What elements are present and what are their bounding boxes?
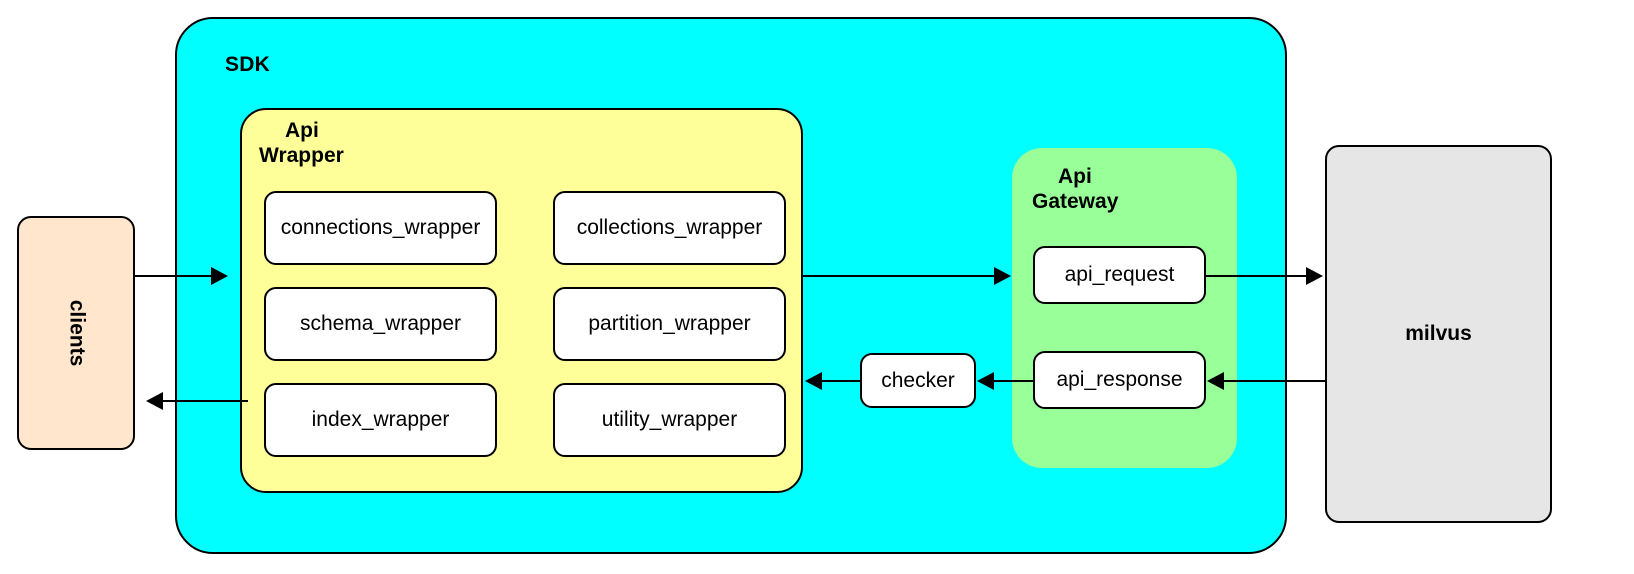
- container-sdk-label: SDK: [225, 53, 270, 76]
- arrowhead-wrapper-to-gateway: [994, 267, 1011, 285]
- node-partition-wrapper[interactable]: partition_wrapper: [553, 287, 786, 361]
- node-utility-wrapper-label: utility_wrapper: [601, 408, 738, 431]
- node-api-response[interactable]: api_response: [1033, 351, 1206, 409]
- node-index-wrapper-label: index_wrapper: [311, 408, 450, 431]
- arrowhead-clients-to-wrapper: [211, 267, 228, 285]
- connector-api-request-to-milvus: [1206, 275, 1307, 277]
- container-api-gateway[interactable]: Api Gateway: [1012, 148, 1237, 468]
- node-api-response-label: api_response: [1056, 368, 1183, 391]
- connector-clients-to-wrapper: [135, 275, 213, 277]
- node-clients[interactable]: clients: [17, 216, 135, 450]
- connector-wrapper-to-gateway: [802, 275, 995, 277]
- arrowhead-wrapper-to-clients: [146, 392, 163, 410]
- connector-checker-to-wrapper: [822, 380, 860, 382]
- container-api-gateway-label: Api Gateway: [1032, 164, 1118, 214]
- connector-wrapper-to-clients: [163, 400, 248, 402]
- node-api-request[interactable]: api_request: [1033, 246, 1206, 304]
- container-api-gateway-label-line2: Gateway: [1032, 190, 1119, 214]
- node-partition-wrapper-label: partition_wrapper: [588, 312, 751, 335]
- arrowhead-milvus-to-api-response: [1207, 372, 1224, 390]
- arrowhead-api-request-to-milvus: [1306, 267, 1323, 285]
- node-collections-wrapper-label: collections_wrapper: [576, 216, 763, 239]
- arrowhead-api-response-to-checker: [977, 372, 994, 390]
- node-collections-wrapper[interactable]: collections_wrapper: [553, 191, 786, 265]
- container-api-wrapper-label-line1: Api: [285, 119, 319, 142]
- container-api-wrapper-label: Api Wrapper: [259, 118, 344, 168]
- node-connections-wrapper-label: connections_wrapper: [280, 216, 481, 239]
- node-checker[interactable]: checker: [860, 353, 976, 408]
- node-api-request-label: api_request: [1064, 263, 1175, 286]
- node-checker-label: checker: [881, 368, 955, 392]
- container-api-gateway-label-line1: Api: [1058, 165, 1092, 188]
- container-api-wrapper-label-line2: Wrapper: [259, 144, 344, 168]
- node-utility-wrapper[interactable]: utility_wrapper: [553, 383, 786, 457]
- node-milvus-label: milvus: [1405, 322, 1472, 345]
- node-connections-wrapper[interactable]: connections_wrapper: [264, 191, 497, 265]
- node-schema-wrapper[interactable]: schema_wrapper: [264, 287, 497, 361]
- connector-milvus-to-api-response: [1224, 380, 1325, 382]
- node-milvus[interactable]: milvus: [1325, 145, 1552, 523]
- node-schema-wrapper-label: schema_wrapper: [299, 312, 462, 335]
- node-clients-label: clients: [65, 299, 88, 367]
- node-index-wrapper[interactable]: index_wrapper: [264, 383, 497, 457]
- arrowhead-checker-to-wrapper: [805, 372, 822, 390]
- connector-api-response-to-checker: [994, 380, 1033, 382]
